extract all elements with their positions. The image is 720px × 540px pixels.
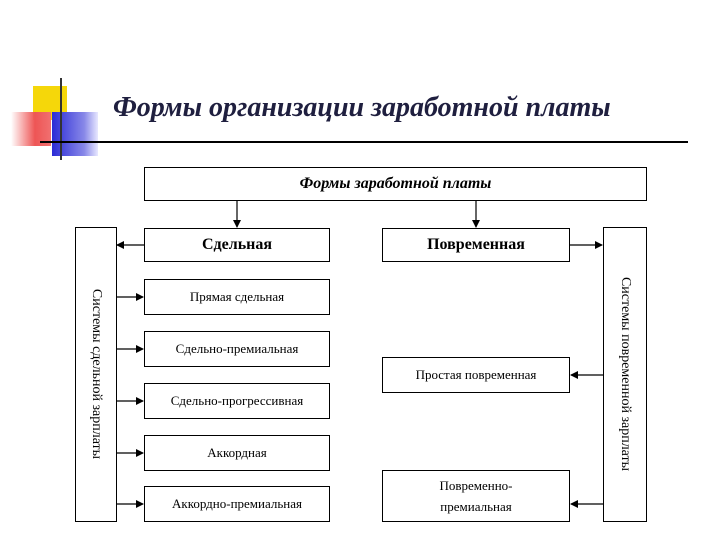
side-label-timebased-systems: Системы повременной зарплаты <box>618 276 633 472</box>
item-box-left-4: Аккордная <box>144 435 330 471</box>
item-label: Аккордно-премиальная <box>171 496 302 511</box>
item-label: Простая повременная <box>415 367 537 382</box>
item-label: Сдельно-прогрессивная <box>170 393 304 408</box>
side-panel-piecework-systems <box>75 227 117 522</box>
category-label-piecework: Сдельная <box>201 236 273 253</box>
item-box-right-2: Повременно-премиальная <box>382 470 570 522</box>
decor-blue-square <box>52 112 98 156</box>
decor-vertical-line <box>60 78 62 160</box>
item-box-left-5: Аккордно-премиальная <box>144 486 330 522</box>
item-box-left-2: Сдельно-премиальная <box>144 331 330 367</box>
root-box-forms: Формы заработной платы <box>144 167 647 201</box>
item-label: Сдельно-премиальная <box>175 341 299 356</box>
item-label: Аккордная <box>207 445 267 460</box>
category-box-piecework: Сдельная <box>144 228 330 262</box>
item-box-left-1: Прямая сдельная <box>144 279 330 315</box>
root-label: Формы заработной платы <box>299 175 492 192</box>
item-box-right-1: Простая повременная <box>382 357 570 393</box>
item-box-left-3: Сдельно-прогрессивная <box>144 383 330 419</box>
category-label-timebased: Повременная <box>427 236 525 253</box>
side-label-piecework-systems: Системы сдельной зарплаты <box>89 288 104 460</box>
page-title: Формы организации заработной платы <box>113 92 611 123</box>
decor-red-square <box>11 112 51 146</box>
category-box-timebased: Повременная <box>382 228 570 262</box>
item-label: Повременно-премиальная <box>439 477 513 514</box>
side-panel-timebased-systems <box>603 227 647 522</box>
title-divider <box>40 141 688 143</box>
item-label: Прямая сдельная <box>189 289 285 304</box>
